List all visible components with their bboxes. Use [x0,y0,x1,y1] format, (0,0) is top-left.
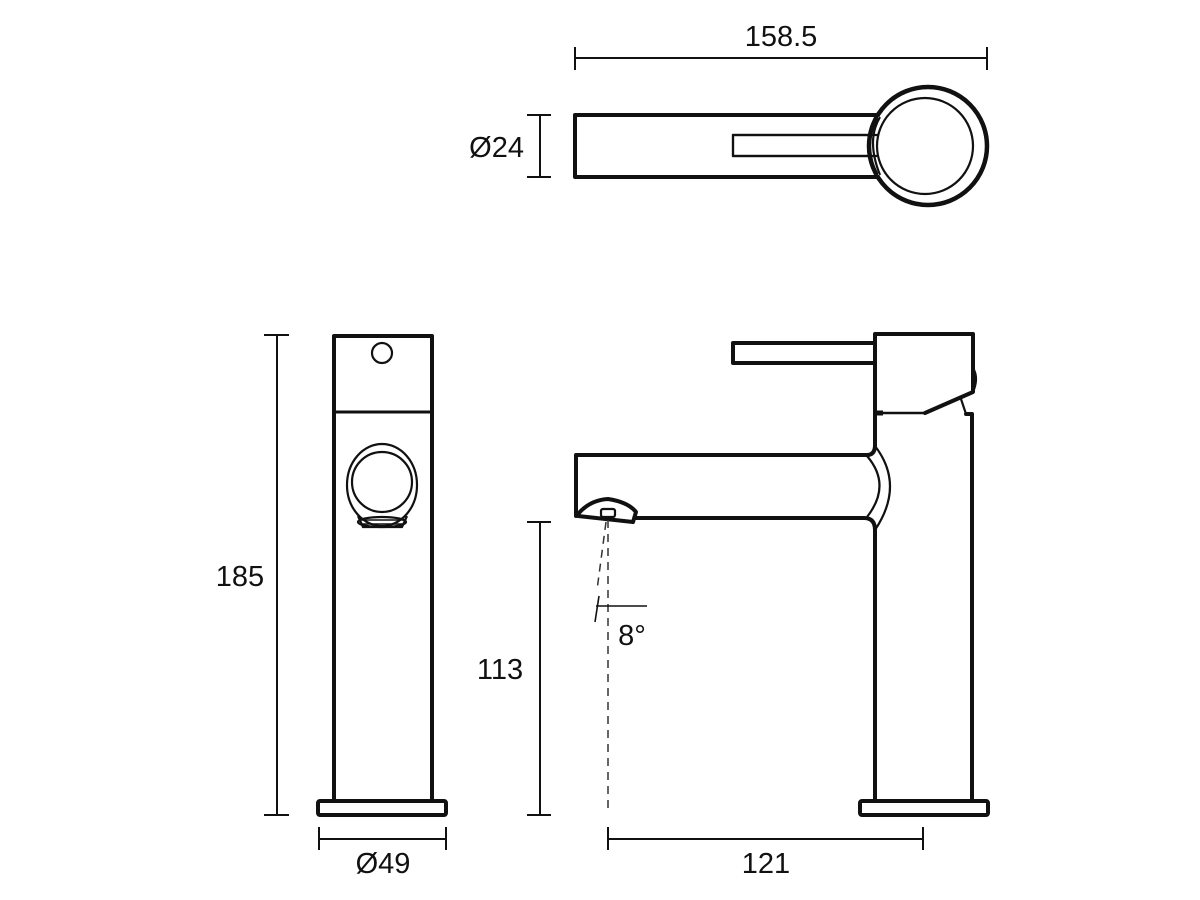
spout-inner-ring [350,450,414,514]
side-view: 8° 113 121 [470,332,990,880]
flow-angle-label: 8° [618,620,646,652]
spout-reach-label: 121 [742,848,790,880]
lever-side-outline [731,341,877,365]
aerator-side [576,497,638,524]
spout-reach-dimension: 121 [607,827,924,880]
water-flow-angled [596,521,607,591]
front-base [316,799,448,817]
body-inner-circle [875,96,975,196]
spout-diameter-label: Ø24 [469,132,524,164]
lever-top-outline [731,133,880,158]
overall-length-dimension: 158.5 [574,21,988,70]
body-outer-circle [866,84,990,208]
spout-height-label: 113 [477,654,523,686]
spout-top-outline [573,113,880,179]
indicator-button [370,341,394,365]
front-body-outline [332,334,434,803]
spout-diameter-dimension: Ø24 [469,114,551,178]
base-diameter-label: Ø49 [356,848,411,880]
side-body-right [964,412,974,803]
spout-height-dimension: 113 [470,521,551,816]
flow-angle-annotation: 8° [594,595,647,652]
spout-outer-ring [345,442,419,528]
overall-height-dimension: 185 [205,334,289,816]
cap-outline [873,332,975,416]
base-diameter-dimension: Ø49 [318,827,447,880]
top-view: 158.5 Ø24 [469,21,990,208]
overall-length-label: 158.5 [745,21,818,53]
aerator [356,515,408,529]
spout-side-outline [574,453,869,518]
side-body-left [862,516,877,803]
front-view: 185 Ø49 [205,334,448,880]
overall-height-label: 185 [216,561,264,593]
side-base [858,799,990,817]
